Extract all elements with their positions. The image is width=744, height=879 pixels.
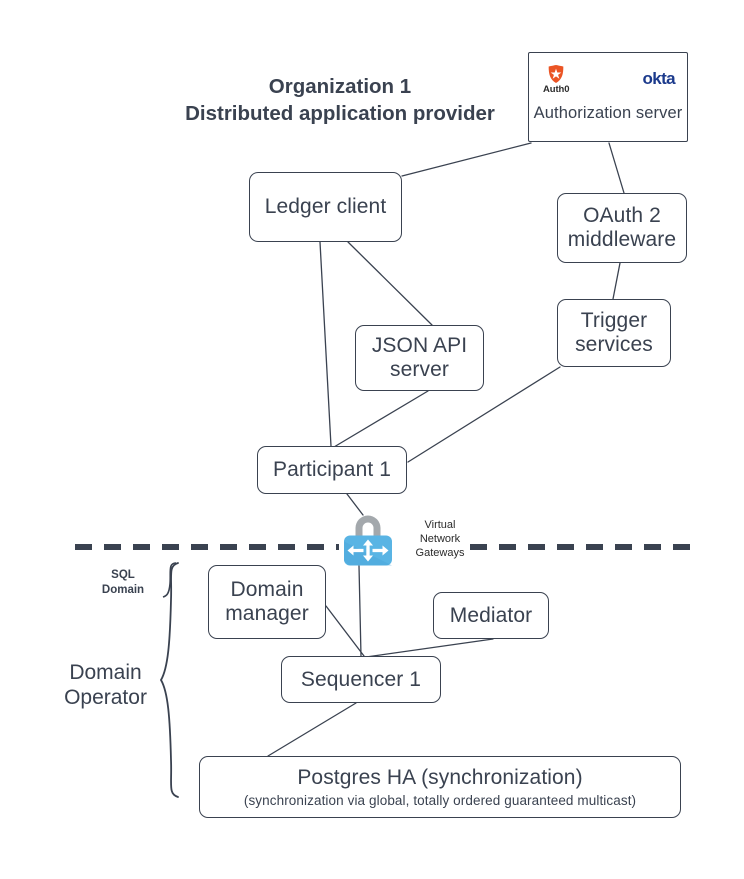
title-line-1: Organization 1 bbox=[268, 75, 412, 98]
node-sequencer-1[interactable]: Sequencer 1 bbox=[281, 656, 441, 703]
virtual-network-gateway-label: Virtual Network Gateways bbox=[400, 518, 480, 560]
page-title: Organization 1 Distributed application p… bbox=[150, 73, 530, 128]
domain-operator-label-line2: Operator bbox=[64, 686, 147, 710]
node-oauth2-middleware[interactable]: OAuth 2 middleware bbox=[557, 193, 687, 263]
node-label-domain-manager-line2: manager bbox=[225, 602, 309, 625]
edge-sequencer1-postgres bbox=[267, 702, 357, 757]
node-domain-manager[interactable]: Domain manager bbox=[208, 565, 326, 639]
sql-domain-label-line1: SQL bbox=[111, 569, 135, 581]
edge-auth-server-oauth-middleware bbox=[608, 142, 625, 194]
node-label-authorization-server: Authorization server bbox=[533, 104, 683, 122]
vng-label-line2: Network bbox=[419, 533, 461, 546]
node-trigger-services[interactable]: Trigger services bbox=[557, 299, 671, 367]
node-label-oauth2-middleware-line1: OAuth 2 bbox=[583, 204, 661, 228]
node-ledger-client[interactable]: Ledger client bbox=[249, 172, 402, 242]
node-label-sequencer-1: Sequencer 1 bbox=[300, 667, 422, 691]
sql-domain-label: SQL Domain bbox=[85, 568, 161, 598]
auth0-logo: Auth0 bbox=[543, 64, 570, 95]
auth0-wordmark: Auth0 bbox=[543, 83, 570, 95]
node-mediator[interactable]: Mediator bbox=[433, 592, 549, 639]
sql-domain-brace bbox=[162, 562, 177, 598]
edge-json-api-participant1 bbox=[333, 390, 429, 448]
node-label-json-api-server-line1: JSON API bbox=[371, 334, 468, 358]
trust-boundary-dashed-line-right bbox=[470, 544, 690, 550]
auth0-shield-icon bbox=[548, 64, 564, 83]
edge-vng-sequencer1 bbox=[358, 565, 362, 657]
node-participant-1[interactable]: Participant 1 bbox=[257, 446, 407, 494]
node-authorization-server[interactable]: Auth0 okta Authorization server bbox=[528, 52, 688, 142]
node-label-postgres-ha-subtitle: (synchronization via global, totally ord… bbox=[243, 792, 637, 808]
node-label-participant-1: Participant 1 bbox=[272, 458, 392, 482]
node-postgres-ha[interactable]: Postgres HA (synchronization) (synchroni… bbox=[199, 756, 681, 818]
auth-server-logos: Auth0 okta bbox=[529, 59, 687, 99]
vng-label-line3: Gateways bbox=[415, 547, 465, 560]
sql-domain-label-line2: Domain bbox=[101, 583, 145, 596]
edge-oauth-middleware-trigger-services bbox=[612, 262, 621, 300]
okta-wordmark: okta bbox=[642, 69, 675, 89]
node-label-mediator: Mediator bbox=[449, 603, 533, 627]
domain-operator-label: Domain Operator bbox=[48, 660, 163, 710]
trust-boundary-dashed-line-left bbox=[75, 544, 339, 550]
node-label-json-api-server-line2: server bbox=[390, 358, 449, 381]
title-line-2: Distributed application provider bbox=[185, 102, 495, 126]
virtual-network-gateway-lock-icon[interactable] bbox=[339, 511, 397, 569]
domain-operator-brace bbox=[159, 562, 179, 798]
node-label-ledger-client: Ledger client bbox=[264, 195, 387, 219]
domain-operator-label-line1: Domain bbox=[69, 661, 142, 684]
edge-ledger-client-json-api bbox=[347, 241, 433, 326]
node-label-trigger-services-line1: Trigger bbox=[580, 309, 648, 333]
node-label-domain-manager-line1: Domain bbox=[230, 578, 304, 602]
edge-domain-manager-sequencer1 bbox=[325, 605, 365, 657]
edge-ledger-client-participant1 bbox=[319, 241, 332, 447]
node-label-oauth2-middleware-line2: middleware bbox=[567, 228, 677, 251]
node-label-trigger-services-line2: services bbox=[575, 333, 653, 356]
vng-label-line1: Virtual bbox=[424, 519, 456, 531]
node-json-api-server[interactable]: JSON API server bbox=[355, 325, 484, 391]
edge-mediator-sequencer1 bbox=[365, 638, 494, 658]
node-label-postgres-ha-title: Postgres HA (synchronization) bbox=[297, 765, 583, 789]
edge-auth-server-ledger-client bbox=[401, 142, 532, 177]
